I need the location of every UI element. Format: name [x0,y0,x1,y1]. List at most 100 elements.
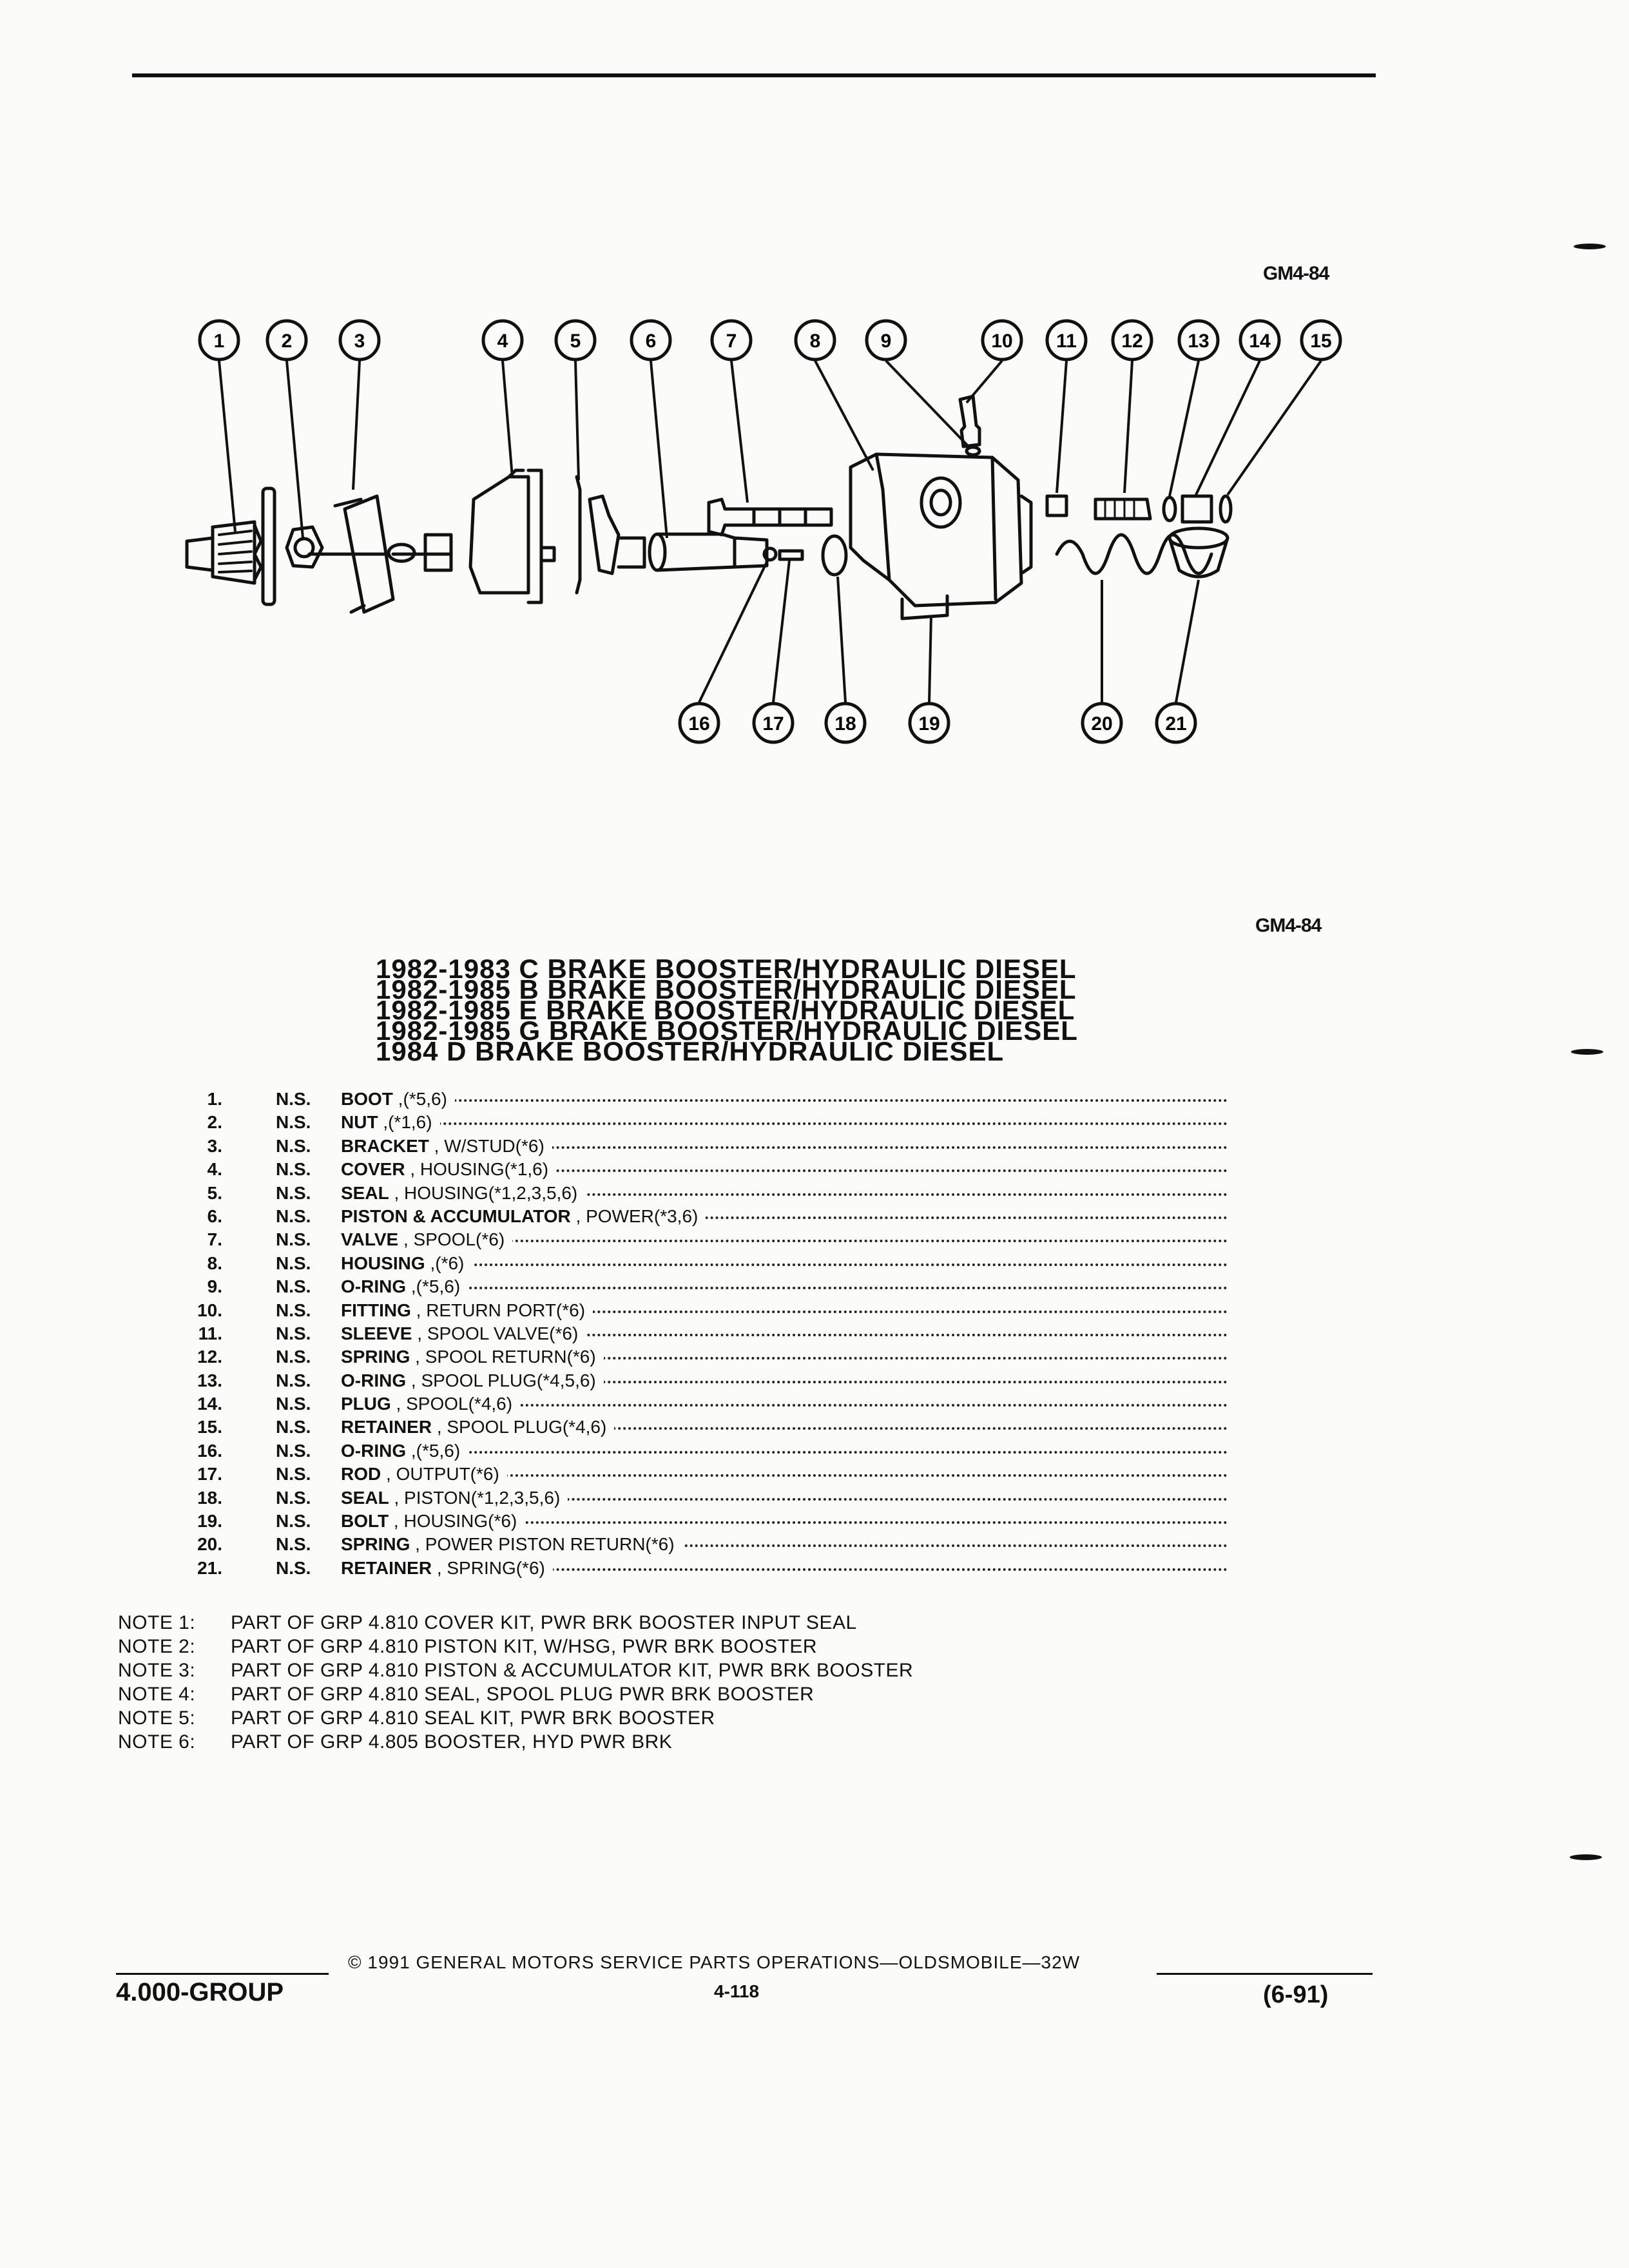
part-number: 11. [198,1323,222,1343]
figure-code-bottom: GM4-84 [1255,915,1322,936]
leader-dots [341,1146,1228,1149]
note-label: NOTE 5: [118,1707,196,1729]
part-detail: , PISTON(*1,2,3,5,6) [389,1487,561,1508]
svg-text:21: 21 [1165,713,1186,735]
part-ns: N.S. [276,1112,311,1133]
part-name: BRACKET [341,1135,429,1156]
svg-text:16: 16 [688,713,709,735]
note-label: NOTE 1: [118,1612,196,1633]
part-description: NUT ,(*1,6) [341,1112,440,1133]
parts-list: 1.N.S.BOOT ,(*5,6)2.N.S.NUT ,(*1,6)3.N.S… [164,1089,1228,1581]
callout-11: 11 [1045,319,1088,361]
part-name: ROD [341,1464,381,1485]
part-number: 17. [197,1464,222,1485]
leader-dots [341,1427,1228,1430]
svg-text:2: 2 [282,331,293,352]
part-description: FITTING , RETURN PORT(*6) [341,1300,593,1321]
figure-code-top: GM4-84 [1263,263,1329,284]
part-detail: , SPOOL(*4,6) [390,1394,513,1414]
part-number: 1. [207,1089,222,1109]
part-name: SEAL [341,1487,389,1508]
part-description: PISTON & ACCUMULATOR , POWER(*3,6) [341,1206,706,1227]
callout-18: 18 [824,702,867,744]
leader-dots [341,1544,1228,1548]
svg-text:5: 5 [570,331,581,352]
part-row: 12.N.S.SPRING , SPOOL RETURN(*6) [164,1347,1228,1370]
part-description: RETAINER , SPOOL PLUG(*4,6) [341,1417,615,1438]
part-row: 20.N.S.SPRING , POWER PISTON RETURN(*6) [164,1534,1228,1557]
svg-text:19: 19 [918,713,940,735]
note-label: NOTE 3: [118,1660,196,1681]
part-description: ROD , OUTPUT(*6) [341,1464,507,1485]
part-description: BOLT , HOUSING(*6) [341,1511,525,1532]
svg-text:12: 12 [1121,331,1142,352]
part-description: O-RING ,(*5,6) [341,1276,468,1298]
part-ns: N.S. [276,1370,311,1390]
leader-dots [341,1568,1228,1571]
callout-10: 10 [981,319,1023,361]
svg-text:13: 13 [1188,331,1209,352]
part-name: HOUSING [341,1253,425,1273]
footer-rule-right [1157,1973,1373,1975]
part-number: 2. [207,1112,222,1133]
callout-12: 12 [1111,319,1153,361]
part-ns: N.S. [276,1487,311,1508]
part-detail: , HOUSING(*1,2,3,5,6) [389,1182,578,1203]
leader-dots [341,1169,1228,1173]
svg-text:9: 9 [881,331,892,352]
part-ns: N.S. [276,1253,311,1273]
note-text: PART OF GRP 4.810 SEAL KIT, PWR BRK BOOS… [231,1707,715,1729]
svg-text:11: 11 [1056,331,1077,352]
svg-text:3: 3 [354,331,365,352]
part-row: 16.N.S.O-RING ,(*5,6) [164,1440,1228,1464]
note-label: NOTE 6: [118,1731,196,1753]
part-row: 1.N.S.BOOT ,(*5,6) [164,1089,1228,1112]
part-row: 2. N.S. NUT ,(*1,6) [164,1112,1228,1135]
part-name: RETAINER [341,1417,432,1437]
footer-group: 4.000-GROUP [116,1978,284,2006]
svg-text:15: 15 [1310,331,1331,352]
top-rule [132,73,1376,77]
note-label: NOTE 2: [118,1636,196,1657]
callout-13: 13 [1177,319,1220,361]
part-detail: , W/STUD(*6) [429,1135,545,1156]
part-description: SEAL , PISTON(*1,2,3,5,6) [341,1487,568,1508]
title-line: 1984 D BRAKE BOOSTER/HYDRAULIC DIESEL [376,1036,1005,1066]
svg-text:14: 14 [1249,331,1271,352]
part-row: 7.N.S.VALVE , SPOOL(*6) [164,1229,1228,1253]
leader-dots [341,1310,1228,1313]
leader-dots [341,1521,1228,1524]
margin-mark [1570,1854,1602,1860]
note-row: NOTE 4:PART OF GRP 4.810 SEAL, SPOOL PLU… [118,1682,913,1706]
callout-8: 8 [794,319,836,361]
leader-dots [341,1497,1228,1501]
part-ns: N.S. [276,1440,311,1461]
part-detail: , RETURN PORT(*6) [410,1300,586,1320]
part-ns: N.S. [276,1229,311,1250]
part-ns: N.S. [276,1135,311,1156]
title-line: 1982-1985 G BRAKE BOOSTER/HYDRAULIC DIES… [376,1015,1078,1046]
part-name: O-RING [341,1276,407,1297]
part-ns: N.S. [276,1347,311,1367]
part-name: SLEEVE [341,1323,412,1343]
part-ns: N.S. [276,1276,311,1297]
note-label: NOTE 4: [118,1684,196,1705]
part-detail: , SPRING(*6) [432,1557,545,1578]
part-description: RETAINER , SPRING(*6) [341,1557,553,1579]
title-line: 1982-1985 B BRAKE BOOSTER/HYDRAULIC DIES… [376,974,1077,1004]
part-detail: ,(*5,6) [406,1276,461,1297]
part-description: PLUG , SPOOL(*4,6) [341,1394,521,1415]
title-line: 1982-1985 E BRAKE BOOSTER/HYDRAULIC DIES… [376,995,1075,1025]
note-text: PART OF GRP 4.810 PISTON & ACCUMULATOR K… [231,1660,914,1681]
part-name: RETAINER [341,1557,432,1578]
leader-dots [341,1450,1228,1454]
part-row: 14.N.S.PLUG , SPOOL(*4,6) [164,1394,1228,1417]
part-name: NUT [341,1112,378,1133]
callout-2: 2 [265,319,308,361]
leader-dots [341,1380,1228,1383]
part-number: 8. [207,1253,222,1273]
callout-6: 6 [630,319,672,361]
svg-text:8: 8 [810,331,821,352]
leader-dots [341,1240,1228,1243]
svg-text:1: 1 [214,331,225,352]
